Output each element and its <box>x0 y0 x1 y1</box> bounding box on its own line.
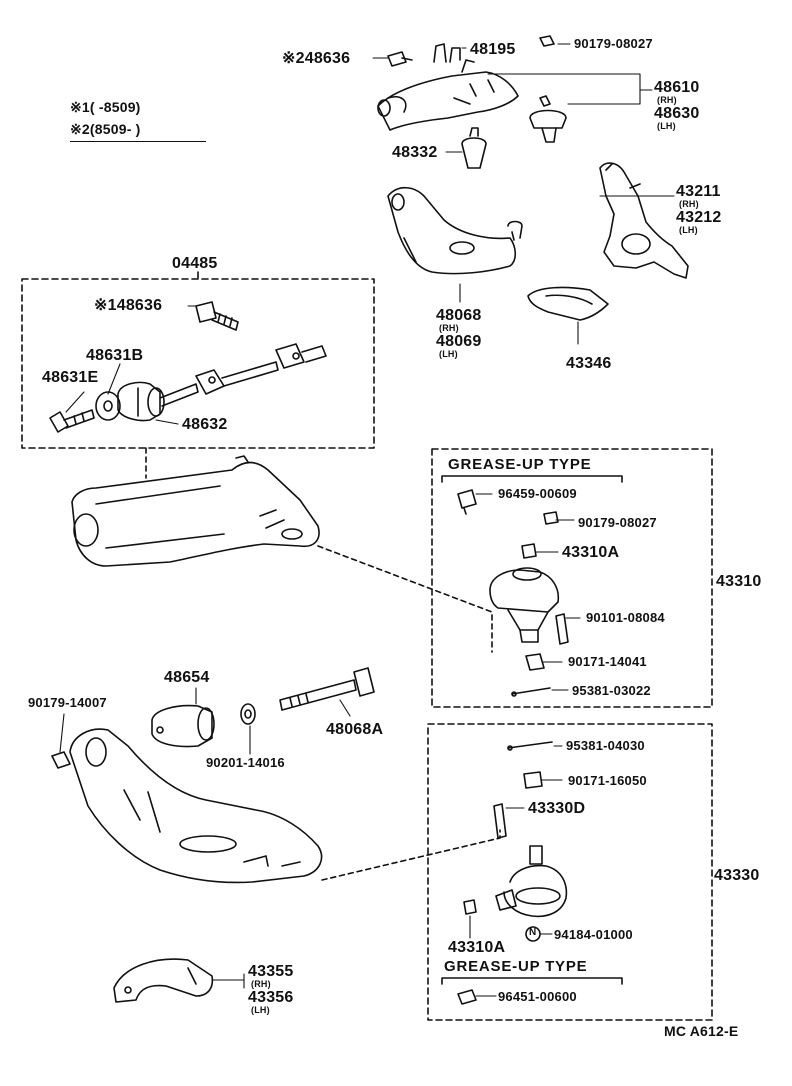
label-90201-14016: 90201-14016 <box>206 755 285 770</box>
cotter-95381-03022 <box>511 687 551 697</box>
ball-joint-43310 <box>489 567 560 643</box>
label-48631B: 48631B <box>86 347 144 364</box>
label-90171-16050: 90171-16050 <box>568 773 647 788</box>
fitting-96451 <box>457 989 477 1005</box>
ball-joint-43330 <box>495 845 568 918</box>
label-90179-14007: 90179-14007 <box>28 695 107 710</box>
nut-90179-mid <box>543 511 559 525</box>
shield-43355 <box>113 958 214 1003</box>
kit-box-04485 <box>21 271 375 449</box>
label-43355-43356: 43355(RH) 43356(LH) <box>248 963 294 1015</box>
bolt-90101 <box>555 613 569 645</box>
fitting-96459 <box>457 489 477 515</box>
label-43330: 43330 <box>714 867 760 884</box>
label-48654: 48654 <box>164 669 210 686</box>
bushing-48654 <box>151 704 215 748</box>
upper-control-arm <box>387 186 523 275</box>
label-43211-43212: 43211(RH) 43212(LH) <box>676 183 722 235</box>
box-43330 <box>427 723 713 1021</box>
label-43310A-bottom: 43310A <box>448 939 506 956</box>
ball-joint-upper-top <box>529 95 567 143</box>
lower-control-arm <box>69 728 323 884</box>
bolt-48636-kit <box>195 301 239 331</box>
shaft-48632 <box>159 343 327 407</box>
label-48610-48630: 48610(RH) 48630(LH) <box>654 79 700 131</box>
label-96459-00609: 96459-00609 <box>498 486 577 501</box>
label-43330D: 43330D <box>528 800 586 817</box>
label-43346: 43346 <box>566 355 612 372</box>
label-grease-up-upper: GREASE-UP TYPE <box>448 456 592 473</box>
label-48631E: 48631E <box>42 369 99 386</box>
legend-underline <box>70 141 206 142</box>
label-grease-up-lower: GREASE-UP TYPE <box>444 958 588 975</box>
label-96451-00600: 96451-00600 <box>498 989 577 1004</box>
label-43310: 43310 <box>716 573 762 590</box>
bumper-48332 <box>461 127 487 169</box>
n-mark-letter: N <box>529 927 537 938</box>
grease-bracket-upper <box>441 475 623 483</box>
washer-48631B <box>95 391 121 421</box>
nut-top <box>539 35 555 47</box>
bolt-48068A <box>279 667 375 711</box>
legend-line-2: ※2(8509- ) <box>70 121 141 137</box>
label-95381-03022: 95381-03022 <box>572 683 651 698</box>
label-48636-kit: ※148636 <box>94 297 163 314</box>
upper-arm-main <box>71 455 320 567</box>
shield-43346 <box>527 286 609 321</box>
label-90179-08027-top: 90179-08027 <box>574 36 653 51</box>
label-94184-01000: 94184-01000 <box>554 927 633 942</box>
nut-90179-14007 <box>51 751 71 769</box>
label-48332: 48332 <box>392 144 438 161</box>
grease-bracket-lower <box>441 977 623 985</box>
bushing-48632 <box>117 381 165 422</box>
label-48068A: 48068A <box>326 721 384 738</box>
plug-43310A-top <box>521 543 537 559</box>
upper-arm-bracket <box>377 59 519 131</box>
washer-90201 <box>240 703 256 725</box>
label-48632: 48632 <box>182 416 228 433</box>
box-43310 <box>431 448 713 708</box>
label-48068-48069: 48068(RH) 48069(LH) <box>436 307 482 359</box>
leader-lines <box>59 43 713 997</box>
steering-knuckle <box>599 162 689 279</box>
label-48636-top: ※248636 <box>282 50 351 67</box>
label-90179-08027-mid: 90179-08027 <box>578 515 657 530</box>
bolt-48631E <box>49 409 95 433</box>
legend-line-1: ※1( -8509) <box>70 99 141 115</box>
label-90101-08084: 90101-08084 <box>586 610 665 625</box>
label-04485: 04485 <box>172 255 218 272</box>
label-95381-04030: 95381-04030 <box>566 738 645 753</box>
diagram-code: MC A612-E <box>664 1023 739 1039</box>
plug-43310A-bottom <box>463 899 477 915</box>
label-90171-14041: 90171-14041 <box>568 654 647 669</box>
bolt-48636-top <box>387 51 413 67</box>
label-43310A-top: 43310A <box>562 544 620 561</box>
cotter-95381-04030 <box>507 741 553 751</box>
clip-48195 <box>433 43 461 63</box>
nut-90171-14041 <box>525 653 545 671</box>
label-48195: 48195 <box>470 41 516 58</box>
bolt-43330D <box>493 803 507 839</box>
nut-90171-16050 <box>523 771 543 789</box>
